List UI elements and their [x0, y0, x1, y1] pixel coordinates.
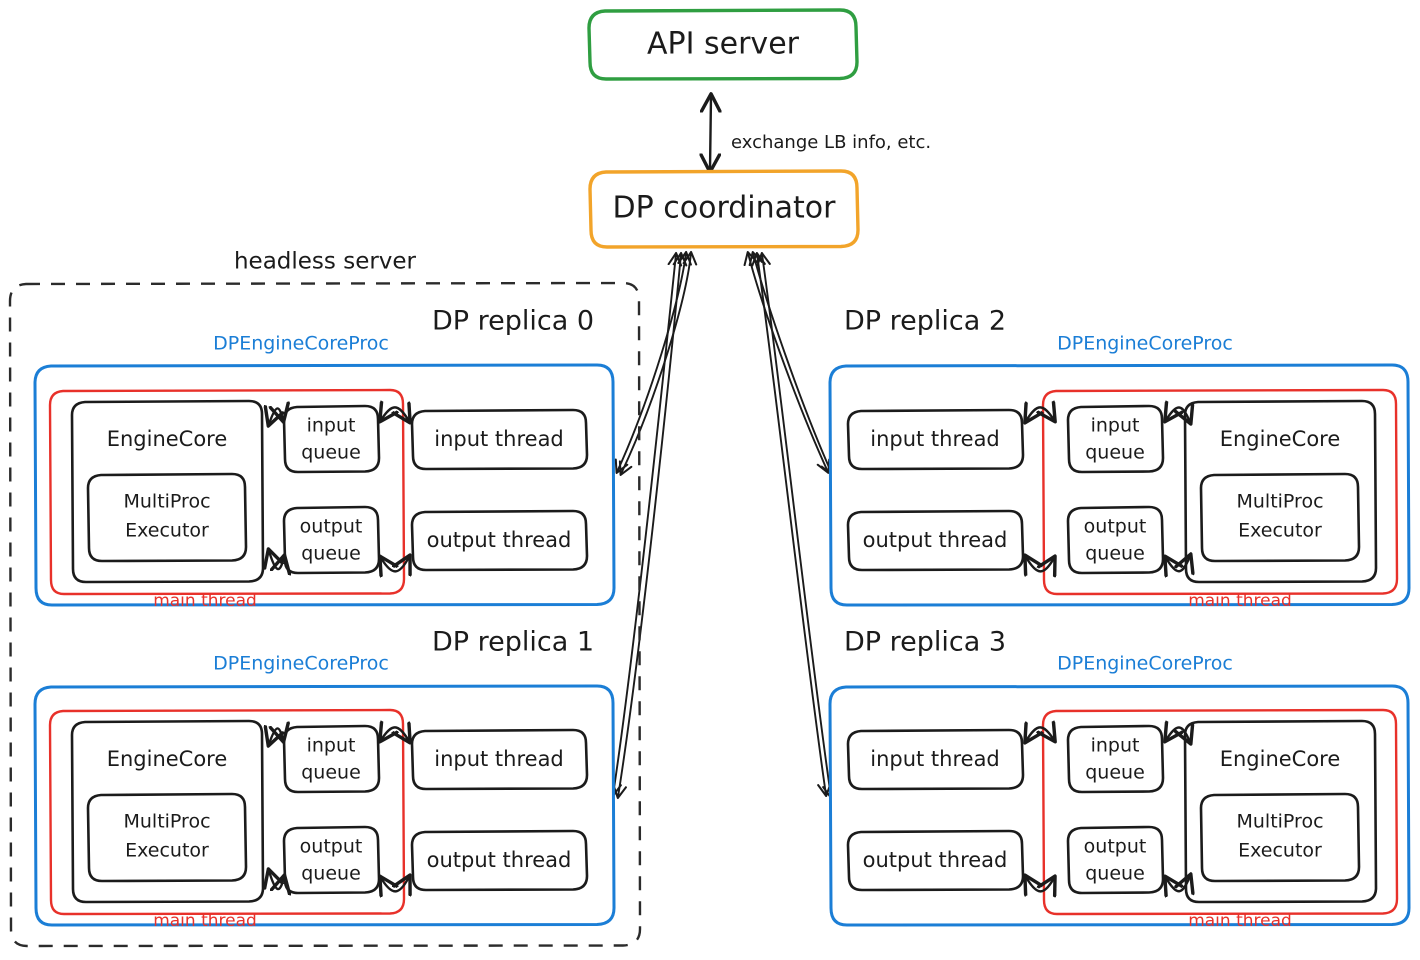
replica-0-output-queue-line2: queue	[301, 543, 361, 565]
replica-1-main-thread-label: main thread	[153, 911, 257, 931]
replica-2-title: DP replica 2	[844, 306, 1006, 337]
replica-1-title: DP replica 1	[432, 627, 594, 658]
api-server-node[interactable]: API server	[587, 8, 859, 81]
headless-server-label: headless server	[234, 249, 417, 275]
replica-2-engine-core-label: EngineCore	[1220, 427, 1341, 451]
replica-2-multiproc-line2: Executor	[1238, 520, 1322, 542]
replica-2-input-queue-line2: queue	[1085, 442, 1145, 464]
replica-1-multiproc-line2: Executor	[125, 840, 209, 862]
replica-0-proc-label: DPEngineCoreProc	[213, 333, 389, 355]
replica-2-proc-label: DPEngineCoreProc	[1057, 333, 1233, 355]
api-server-label: API server	[647, 27, 800, 62]
replica-1-proc-label: DPEngineCoreProc	[213, 653, 389, 675]
replica-3-input-thread-label: input thread	[870, 747, 1000, 771]
replica-3-output-queue-line2: queue	[1085, 863, 1145, 885]
replica-3-multiproc-line1: MultiProc	[1236, 811, 1323, 833]
replica-3-engine-core-label: EngineCore	[1220, 747, 1341, 771]
replica-0-output-queue-line1: output	[300, 516, 363, 538]
replica-2-group: DP replica 2 DPEngineCoreProc main threa…	[828, 306, 1411, 611]
replica-1-input-queue-line2: queue	[301, 762, 361, 784]
coordinator-replica-links	[607, 250, 837, 800]
headless-server-group: headless server	[8, 249, 642, 948]
replica-0-input-queue-line2: queue	[301, 442, 361, 464]
replica-1-input-thread-label: input thread	[434, 747, 564, 771]
replica-0-output-thread-label: output thread	[427, 528, 572, 552]
replica-0-input-thread-label: input thread	[434, 427, 564, 451]
replica-3-main-thread-label: main thread	[1188, 911, 1292, 931]
replica-0-group: DP replica 0 DPEngineCoreProc main threa…	[33, 306, 616, 611]
replica-1-engine-core-label: EngineCore	[107, 747, 228, 771]
replica-1-output-queue-line2: queue	[301, 863, 361, 885]
replica-0-title: DP replica 0	[432, 306, 594, 337]
replica-3-input-queue-line2: queue	[1085, 762, 1145, 784]
replica-3-group: DP replica 3 DPEngineCoreProc main threa…	[828, 627, 1411, 931]
replica-2-output-queue-line1: output	[1084, 516, 1147, 538]
replica-1-group: DP replica 1 DPEngineCoreProc main threa…	[33, 627, 616, 931]
replica-2-output-queue-line2: queue	[1085, 543, 1145, 565]
replica-3-title: DP replica 3	[844, 627, 1006, 658]
replica-0-engine-core-label: EngineCore	[107, 427, 228, 451]
api-coordinator-connector: exchange LB info, etc.	[710, 96, 931, 170]
replica-1-output-thread-label: output thread	[427, 848, 572, 872]
replica-2-main-thread-label: main thread	[1188, 591, 1292, 611]
api-coordinator-note: exchange LB info, etc.	[731, 132, 931, 153]
replica-1-output-queue-line1: output	[300, 836, 363, 858]
replica-2-input-thread-label: input thread	[870, 427, 1000, 451]
replica-0-input-queue-line1: input	[307, 415, 356, 437]
replica-0-main-thread-label: main thread	[153, 591, 257, 611]
replica-3-output-queue-line1: output	[1084, 836, 1147, 858]
dp-coordinator-node[interactable]: DP coordinator	[588, 169, 860, 249]
dp-coordinator-label: DP coordinator	[613, 191, 837, 226]
replica-3-proc-label: DPEngineCoreProc	[1057, 653, 1233, 675]
replica-1-multiproc-line1: MultiProc	[123, 811, 210, 833]
replica-3-output-thread-label: output thread	[863, 848, 1008, 872]
replica-0-multiproc-line2: Executor	[125, 520, 209, 542]
replica-0-multiproc-line1: MultiProc	[123, 491, 210, 513]
replica-2-input-queue-line1: input	[1091, 415, 1140, 437]
replica-3-multiproc-line2: Executor	[1238, 840, 1322, 862]
replica-2-multiproc-line1: MultiProc	[1236, 491, 1323, 513]
replica-2-output-thread-label: output thread	[863, 528, 1008, 552]
replica-3-input-queue-line1: input	[1091, 735, 1140, 757]
replica-1-input-queue-line1: input	[307, 735, 356, 757]
